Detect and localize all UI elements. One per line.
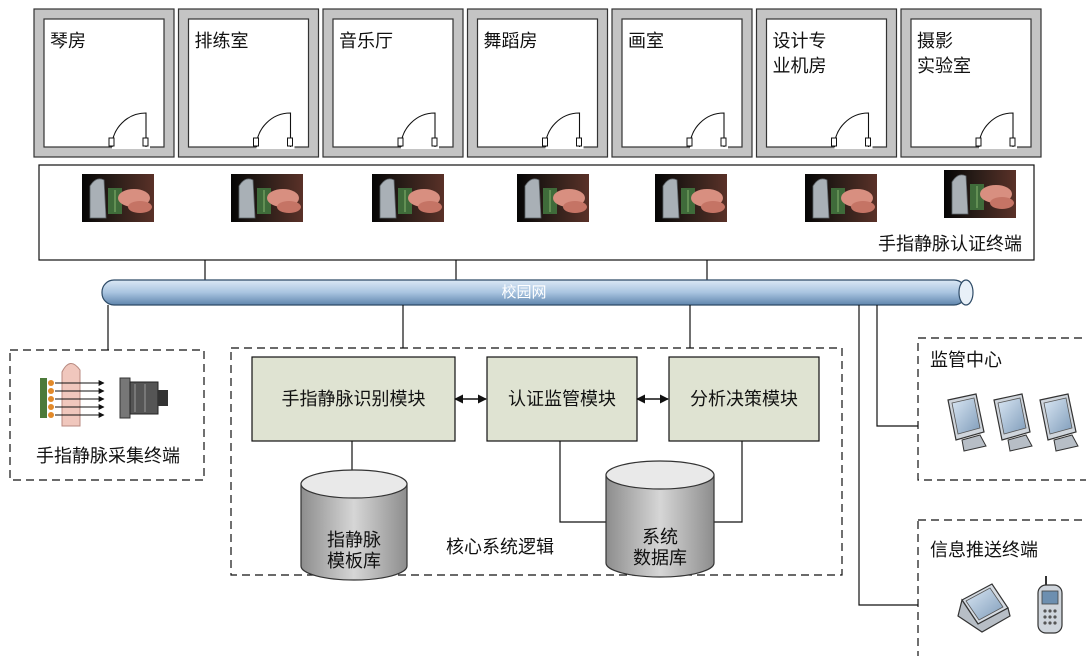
module-2: 分析决策模块: [668, 356, 820, 442]
collector-terminal: 手指静脉采集终端: [9, 349, 205, 481]
module-label: 手指静脉识别模块: [282, 389, 426, 410]
campus-network-pipe: 校园网: [101, 279, 974, 306]
door-icon: [253, 112, 293, 148]
finger-vein-scanner-icon: [805, 174, 877, 222]
door-icon: [975, 112, 1016, 148]
finger-vein-scanner-icon: [372, 174, 444, 222]
core-system: 手指静脉识别模块 认证监管模块 分析决策模块 指静脉模板库 系统数据库 核心系统逻辑: [230, 347, 843, 581]
room-6: 摄影实验室: [900, 8, 1042, 158]
room-4: 画室: [611, 8, 753, 158]
finger-vein-scanner-icon: [82, 174, 154, 222]
camera-sensor-icon: [119, 377, 168, 419]
terminals-label: 手指静脉认证终端: [878, 234, 1022, 255]
collector-label: 手指静脉采集终端: [36, 446, 180, 467]
push-terminal-label: 信息推送终端: [930, 540, 1038, 561]
room-1: 排练室: [177, 8, 320, 158]
mobile-phone-icon: [1037, 576, 1063, 634]
network-label: 校园网: [501, 283, 546, 301]
core-label: 核心系统逻辑: [446, 537, 554, 558]
door-icon: [397, 112, 438, 148]
door-icon: [831, 112, 871, 148]
network-down-links: [107, 305, 918, 606]
push-terminal: 信息推送终端: [917, 519, 1086, 656]
room-label: 设计专业机房: [773, 31, 827, 77]
desktop-monitor-icon: [993, 393, 1033, 452]
room-label: 排练室: [195, 31, 249, 52]
room-2: 音乐厅: [322, 8, 464, 158]
room-label: 音乐厅: [339, 31, 393, 52]
room-3: 舞蹈房: [466, 8, 609, 158]
terminal-network-links: [204, 260, 708, 280]
room-label: 摄影实验室: [917, 31, 971, 77]
room-label: 画室: [628, 31, 664, 52]
monitor-center: 监管中心: [917, 337, 1086, 481]
module-0: 手指静脉识别模块: [251, 356, 456, 442]
database-0: 指静脉模板库: [300, 469, 408, 581]
finger-vein-scanner-icon: [944, 170, 1016, 218]
monitor-center-label: 监管中心: [930, 350, 1002, 371]
door-icon: [542, 112, 582, 148]
database-label: 指静脉模板库: [327, 530, 381, 572]
rooms-row: 琴房 排练室 音乐厅 舞蹈房 画室 设计专业机房 摄影实验室: [33, 8, 1042, 158]
database-label: 系统数据库: [633, 527, 687, 569]
module-label: 认证监管模块: [508, 389, 616, 410]
finger-vein-scanner-icon: [231, 174, 303, 222]
module-1: 认证监管模块: [486, 356, 638, 442]
desktop-monitor-icon: [1039, 393, 1079, 452]
laptop-icon: [957, 583, 1011, 633]
room-label: 舞蹈房: [484, 31, 538, 52]
door-icon: [108, 112, 149, 148]
finger-vein-scanner-icon: [517, 174, 589, 222]
room-0: 琴房: [33, 8, 175, 158]
room-5: 设计专业机房: [755, 8, 898, 158]
module-label: 分析决策模块: [690, 389, 798, 410]
database-1: 系统数据库: [605, 460, 715, 578]
door-icon: [686, 112, 727, 148]
finger-vein-scanner-icon: [655, 174, 727, 222]
terminal-devices: [82, 170, 1016, 222]
desktop-monitor-icon: [947, 393, 987, 452]
finger-led-icon: [40, 363, 105, 427]
room-label: 琴房: [50, 31, 86, 52]
